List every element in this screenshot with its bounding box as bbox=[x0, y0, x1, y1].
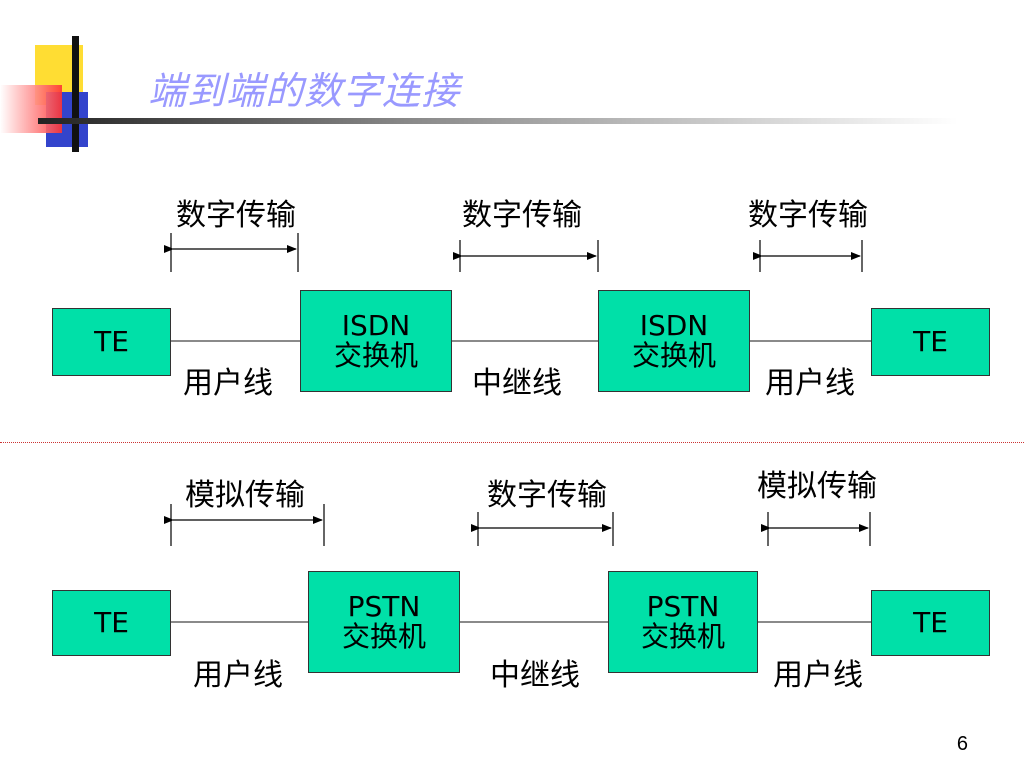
node-label: TE bbox=[94, 606, 129, 639]
logo-vertical-bar bbox=[72, 36, 79, 152]
d2-te-left: TE bbox=[52, 590, 171, 656]
node-label: PSTN bbox=[347, 590, 421, 623]
d2-arrow-1 bbox=[164, 504, 325, 546]
node-sublabel: 交换机 bbox=[640, 620, 725, 653]
d2-transmission-label-2: 数字传输 bbox=[487, 478, 607, 513]
d1-isdn-switch-2: ISDN 交换机 bbox=[598, 290, 750, 392]
node-label: TE bbox=[913, 325, 948, 358]
d1-te-left: TE bbox=[52, 308, 171, 376]
d1-transmission-label-2: 数字传输 bbox=[462, 198, 582, 233]
node-sublabel: 交换机 bbox=[333, 339, 418, 372]
node-label: ISDN bbox=[639, 309, 709, 342]
node-label: TE bbox=[913, 606, 948, 639]
d1-isdn-switch-1: ISDN 交换机 bbox=[300, 290, 452, 392]
title-underline bbox=[38, 118, 958, 124]
page-number: 6 bbox=[956, 733, 968, 755]
d1-arrow-2 bbox=[453, 240, 599, 272]
d2-arrow-2 bbox=[471, 512, 614, 546]
node-sublabel: 交换机 bbox=[341, 620, 426, 653]
slide-title: 端到端的数字连接 bbox=[148, 69, 461, 113]
logo-red-square bbox=[0, 85, 62, 133]
d2-line-label-3: 用户线 bbox=[773, 658, 863, 693]
d2-pstn-switch-1: PSTN 交换机 bbox=[308, 571, 460, 673]
d1-transmission-label-3: 数字传输 bbox=[748, 198, 868, 233]
separator-line bbox=[0, 442, 1024, 443]
d2-transmission-label-1: 模拟传输 bbox=[185, 478, 305, 513]
d1-arrow-1 bbox=[164, 233, 299, 272]
d2-te-right: TE bbox=[871, 590, 990, 656]
d2-line-label-1: 用户线 bbox=[193, 658, 283, 693]
d1-line-label-2: 中继线 bbox=[472, 366, 562, 401]
d2-line-label-2: 中继线 bbox=[490, 658, 580, 693]
d1-arrow-3 bbox=[753, 240, 863, 272]
node-label: PSTN bbox=[646, 590, 720, 623]
node-label: TE bbox=[94, 325, 129, 358]
d1-line-label-1: 用户线 bbox=[183, 366, 273, 401]
d1-te-right: TE bbox=[871, 308, 990, 376]
d1-line-label-3: 用户线 bbox=[765, 366, 855, 401]
d1-transmission-label-1: 数字传输 bbox=[176, 198, 296, 233]
node-sublabel: 交换机 bbox=[631, 339, 716, 372]
d2-arrow-3 bbox=[761, 512, 871, 546]
d2-pstn-switch-2: PSTN 交换机 bbox=[608, 571, 758, 673]
node-label: ISDN bbox=[341, 309, 411, 342]
d2-transmission-label-3: 模拟传输 bbox=[757, 469, 877, 504]
